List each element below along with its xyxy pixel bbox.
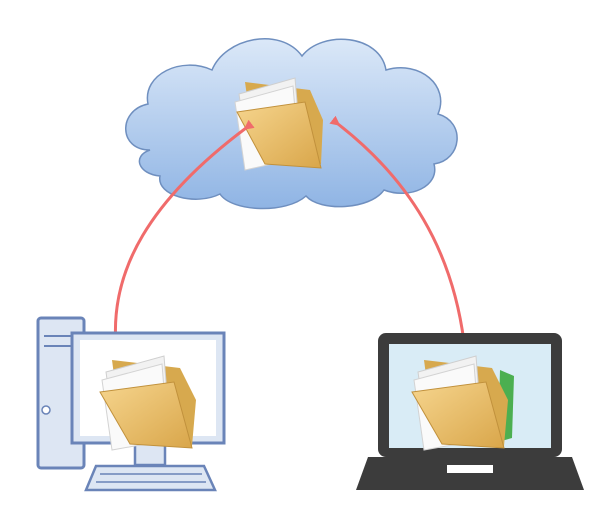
laptop-folder-icon: [411, 355, 514, 451]
arrow-cloud-desktop: [110, 119, 255, 348]
desktop-node: [36, 316, 226, 492]
desktop-folder-icon: [99, 355, 196, 451]
arrow-cloud-laptop: [329, 115, 469, 345]
cloud-folder-icon: [234, 77, 323, 171]
cloud-node: [125, 38, 458, 210]
laptop-node: [356, 333, 584, 490]
